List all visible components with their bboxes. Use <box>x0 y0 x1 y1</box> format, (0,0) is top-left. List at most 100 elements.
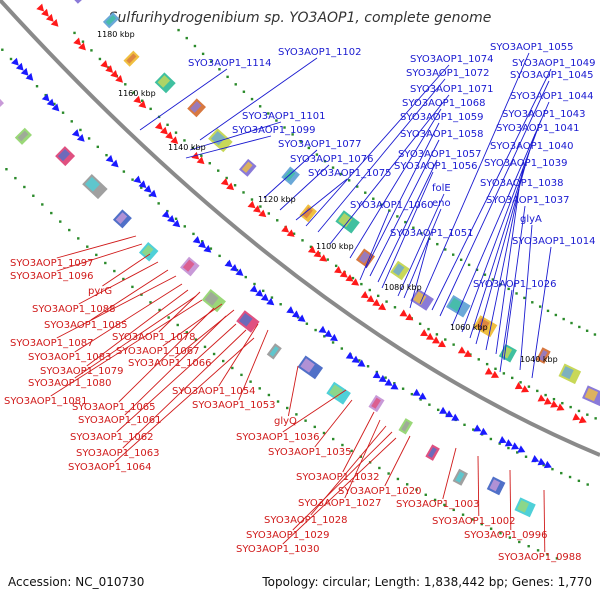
forward-gene-label: SYO3AOP1_1037 <box>486 195 570 206</box>
gene-arrow-group <box>105 154 119 168</box>
tick-mark <box>359 455 363 458</box>
gene-arrow <box>418 392 427 400</box>
gene-arrow <box>578 415 587 424</box>
tick-mark <box>176 323 179 327</box>
tick-mark <box>461 513 465 516</box>
tick-mark <box>131 285 134 289</box>
gene-arrow <box>457 346 466 354</box>
tick-mark <box>443 503 446 507</box>
reverse-leader-line <box>78 261 159 305</box>
tick-mark <box>586 483 589 486</box>
tick-mark <box>124 83 127 86</box>
gene-cluster <box>446 295 471 318</box>
tick-mark <box>380 203 383 206</box>
gene-arrow <box>473 424 482 432</box>
tick-mark <box>459 258 463 262</box>
reverse-gene-label: SYO3AOP1_1032 <box>296 472 380 483</box>
tick-mark <box>519 381 522 384</box>
reverse-gene-labels: SYO3AOP1_1097SYO3AOP1_1096pyrGSYO3AOP1_1… <box>4 258 582 563</box>
gene-arrow <box>203 245 212 253</box>
gene-arrow <box>537 394 546 402</box>
gene-arrow <box>51 103 60 112</box>
gene-arrow-group <box>154 122 179 144</box>
reverse-leader-line <box>282 389 347 433</box>
tick-mark <box>586 413 589 416</box>
forward-leader-line <box>503 205 526 361</box>
reverse-gene-label: SYO3AOP1_1087 <box>10 338 94 349</box>
forward-gene-label: SYO3AOP1_1043 <box>502 109 586 120</box>
tick-mark <box>166 123 169 127</box>
gene-block <box>302 207 313 219</box>
gene-arrow-group <box>412 388 427 400</box>
gene-arrow <box>192 236 201 244</box>
forward-leader-line <box>329 94 450 245</box>
tick-mark <box>314 328 317 332</box>
tick-mark <box>401 387 405 390</box>
tick-mark <box>226 75 229 79</box>
gene-arrow-group <box>372 371 399 390</box>
gene-arrow <box>307 245 316 254</box>
reverse-gene-label: SYO3AOP1_1083 <box>28 352 112 363</box>
tick-mark <box>73 31 76 35</box>
tick-mark <box>53 102 56 106</box>
tick-mark <box>511 376 514 380</box>
gene-cluster <box>180 256 200 277</box>
forward-gene-labels: SYO3AOP1_1114SYO3AOP1_1102SYO3AOP1_1101S… <box>188 42 596 290</box>
genome-summary: Topology: circular; Length: 1,838,442 bp… <box>261 575 592 589</box>
gene-arrow <box>138 100 147 109</box>
tick-mark <box>301 239 304 242</box>
gene-cluster <box>0 93 5 113</box>
tick-mark <box>315 153 319 156</box>
gene-arrow <box>431 336 441 344</box>
tick-mark <box>249 380 252 383</box>
gene-arrow <box>334 266 343 274</box>
reverse-leader-line <box>102 253 151 287</box>
forward-leader-line <box>199 57 318 141</box>
gene-arrow <box>313 249 322 258</box>
gene-block <box>300 358 315 373</box>
gene-arrow <box>100 60 109 68</box>
tick-mark <box>233 184 237 187</box>
tick-mark <box>516 451 519 454</box>
tick-mark <box>452 253 455 256</box>
gene-arrow-group <box>41 93 60 112</box>
gene-cluster <box>236 310 260 333</box>
tick-mark <box>542 463 545 467</box>
reverse-leader-line <box>158 291 201 333</box>
forward-gene-label: SYO3AOP1_1099 <box>232 125 316 136</box>
tick-mark <box>185 36 188 40</box>
tick-mark <box>200 154 203 157</box>
gene-arrow <box>399 309 408 317</box>
forward-leader-line <box>499 289 513 373</box>
forward-gene-label: SYO3AOP1_1077 <box>278 139 362 150</box>
gene-arrow <box>230 264 238 272</box>
reverse-gene-label: SYO3AOP1_1085 <box>44 320 128 331</box>
gene-arrow <box>133 95 142 104</box>
forward-gene-label: SYO3AOP1_1056 <box>394 161 478 172</box>
tick-mark <box>385 300 388 303</box>
gene-block <box>401 420 410 432</box>
tick-mark <box>560 471 563 475</box>
gene-cluster <box>368 394 385 413</box>
gene-cluster <box>201 288 226 313</box>
gene-arrow <box>235 268 244 276</box>
tick-mark <box>480 522 483 526</box>
tick-mark <box>570 321 573 325</box>
gene-arrow <box>514 382 523 390</box>
tick-mark <box>166 209 169 213</box>
tick-mark <box>471 518 474 521</box>
tick-mark <box>313 425 316 429</box>
gene-arrow <box>226 182 235 191</box>
gene-arrow-group <box>360 290 387 311</box>
gene-block <box>561 366 574 380</box>
tick-mark <box>305 322 309 325</box>
gene-arrow <box>451 413 460 421</box>
gene-block <box>17 130 29 142</box>
kbp-label: 1100 kbp <box>316 242 354 251</box>
reverse-gene-label: SYO3AOP1_1020 <box>338 486 422 497</box>
gene-arrow <box>196 156 205 165</box>
gene-arrow <box>517 445 526 453</box>
reverse-gene-label: SYO3AOP1_1081 <box>4 396 88 407</box>
tick-mark <box>174 217 178 221</box>
map-title: Sulfurihydrogenibium sp. YO3AOP1, comple… <box>109 10 492 26</box>
